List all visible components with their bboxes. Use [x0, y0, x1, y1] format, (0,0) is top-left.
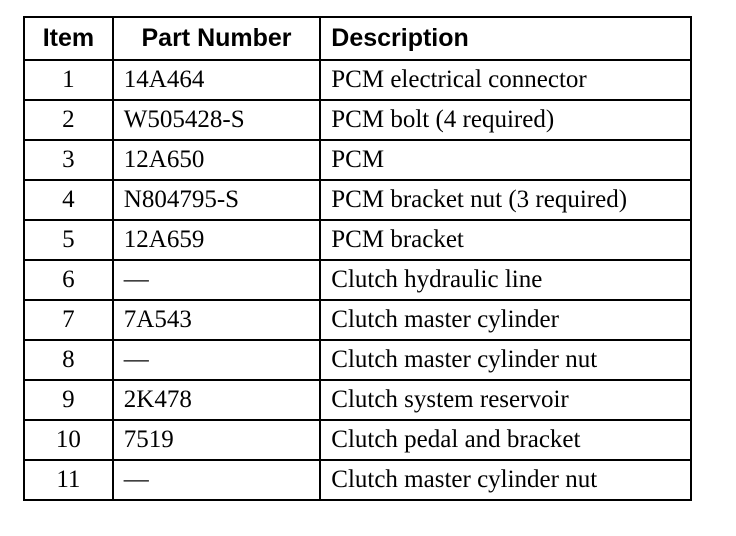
description-cell: Clutch pedal and bracket: [319, 419, 692, 461]
part-number-cell: 12A659: [111, 219, 322, 261]
description-cell: PCM electrical connector: [319, 59, 692, 101]
item-cell: 1: [23, 59, 114, 101]
part-number-cell: N804795-S: [111, 179, 322, 221]
item-cell: 3: [23, 139, 114, 181]
description-cell: Clutch system reservoir: [319, 379, 692, 421]
item-cell: 7: [23, 299, 114, 341]
item-cell: 8: [23, 339, 114, 381]
item-cell: 4: [23, 179, 114, 221]
part-number-cell: 7519: [111, 419, 322, 461]
description-cell: Clutch master cylinder nut: [319, 339, 692, 381]
header-row: Item Part Number Description: [23, 16, 692, 61]
item-cell: 6: [23, 259, 114, 301]
header-part-number: Part Number: [111, 16, 322, 61]
table-row: 11—Clutch master cylinder nut: [23, 459, 692, 501]
part-number-cell: 2K478: [111, 379, 322, 421]
item-cell: 10: [23, 419, 114, 461]
part-number-cell: —: [111, 339, 322, 381]
part-number-cell: 7A543: [111, 299, 322, 341]
description-cell: Clutch hydraulic line: [319, 259, 692, 301]
part-number-cell: 14A464: [111, 59, 322, 101]
description-cell: PCM bracket: [319, 219, 692, 261]
table-row: 8—Clutch master cylinder nut: [23, 339, 692, 381]
item-cell: 2: [23, 99, 114, 141]
description-cell: Clutch master cylinder nut: [319, 459, 692, 501]
part-number-cell: 12A650: [111, 139, 322, 181]
header-description: Description: [319, 16, 692, 61]
description-cell: Clutch master cylinder: [319, 299, 692, 341]
item-cell: 9: [23, 379, 114, 421]
description-cell: PCM: [319, 139, 692, 181]
description-cell: PCM bolt (4 required): [319, 99, 692, 141]
item-cell: 11: [23, 459, 114, 501]
description-cell: PCM bracket nut (3 required): [319, 179, 692, 221]
table-row: 6—Clutch hydraulic line: [23, 259, 692, 301]
part-number-cell: W505428-S: [111, 99, 322, 141]
part-number-cell: —: [111, 259, 322, 301]
item-cell: 5: [23, 219, 114, 261]
header-item: Item: [23, 16, 114, 61]
part-number-cell: —: [111, 459, 322, 501]
